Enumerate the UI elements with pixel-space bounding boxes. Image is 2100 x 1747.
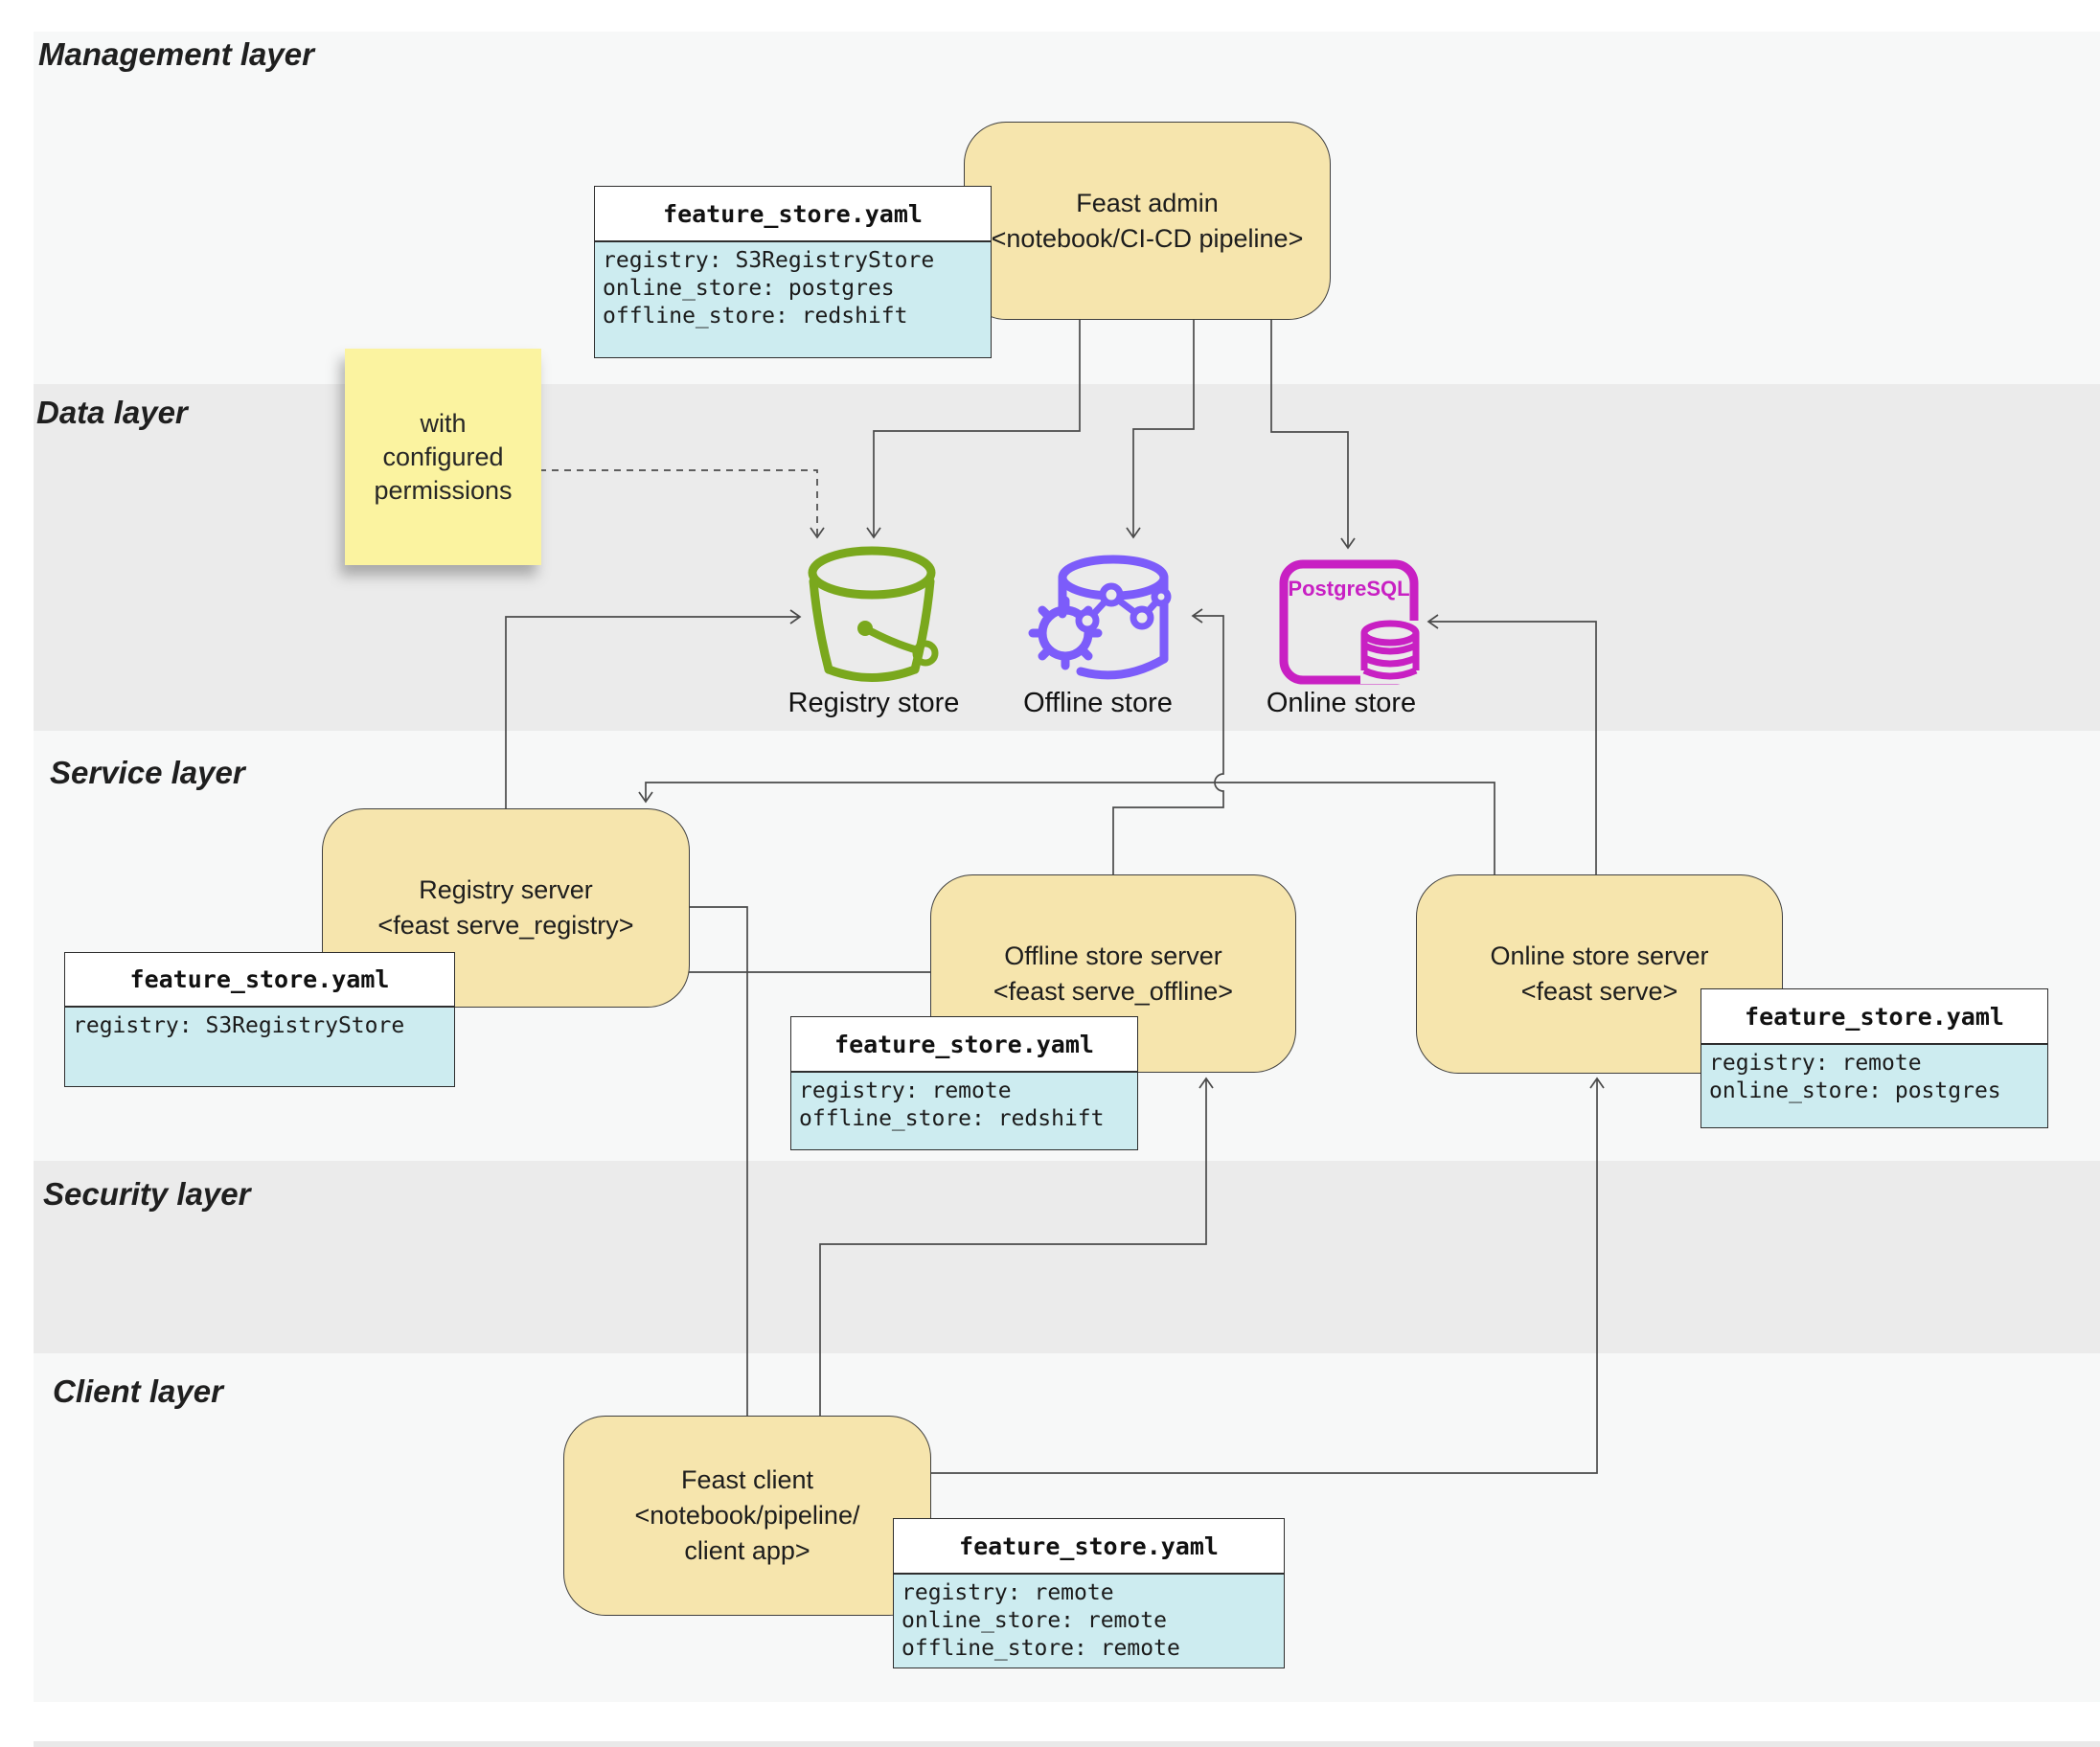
node-feast-client: Feast client <notebook/pipeline/ client … [563, 1416, 931, 1616]
yaml-offline-server: feature_store.yaml registry: remote offli… [790, 1016, 1138, 1150]
postgresql-icon: PostgreSQL [1279, 559, 1420, 685]
yaml-body: registry: remote offline_store: redshift [791, 1071, 1137, 1149]
yaml-body: registry: remote online_store: remote offl… [894, 1573, 1284, 1668]
edge-feast-client-to-offline-server [819, 1077, 1214, 1416]
permissions-sticky-note: with configured permissions [345, 349, 541, 565]
s3-bucket-icon [808, 546, 939, 682]
node-subtitle: <feast serve_offline> [993, 976, 1234, 1006]
yaml-line: registry: remote [799, 1078, 1012, 1103]
yaml-line: offline_store: remote [902, 1636, 1180, 1661]
yaml-title: feature_store.yaml [791, 1017, 1137, 1071]
sticky-line: with [420, 408, 467, 438]
node-title: Registry server [419, 875, 593, 904]
node-subtitle: <notebook/pipeline/ [634, 1501, 860, 1530]
layer-label-management: Management layer [38, 36, 314, 72]
edge-feast-admin-to-offline-store [1126, 318, 1195, 539]
yaml-body: registry: S3RegistryStore online_store: p… [595, 240, 991, 357]
yaml-line: online_store: postgres [1709, 1078, 2001, 1103]
node-title: Feast client [680, 1465, 814, 1494]
yaml-line: online_store: remote [902, 1608, 1167, 1633]
node-subtitle: <feast serve> [1520, 977, 1678, 1006]
node-subtitle: <notebook/CI-CD pipeline> [991, 223, 1304, 253]
yaml-line: online_store: postgres [603, 276, 895, 301]
yaml-client: feature_store.yaml registry: remote onlin… [893, 1518, 1285, 1668]
node-feast-admin: Feast admin <notebook/CI-CD pipeline> [964, 122, 1331, 320]
edge-online-server-to-online-store [1427, 614, 1597, 874]
layer-label-security: Security layer [43, 1176, 251, 1212]
edge-feast-client-to-registry-server [677, 899, 748, 1416]
yaml-line: registry: remote [1709, 1051, 1922, 1076]
layer-label-service: Service layer [50, 755, 245, 790]
yaml-title: feature_store.yaml [595, 187, 991, 240]
node-subtitle: client app> [684, 1536, 810, 1565]
offline-store-label: Offline store [1023, 688, 1173, 718]
yaml-title: feature_store.yaml [894, 1519, 1284, 1573]
bottom-strip [34, 1741, 2100, 1747]
yaml-line: registry: remote [902, 1580, 1114, 1605]
edge-online-server-to-registry-server [638, 782, 1495, 874]
registry-store-label: Registry store [788, 688, 960, 718]
sticky-line: permissions [374, 475, 513, 505]
online-store-label: Online store [1266, 688, 1417, 718]
node-title: Online store server [1490, 942, 1709, 970]
layer-label-data: Data layer [36, 395, 188, 430]
yaml-title: feature_store.yaml [1701, 989, 2047, 1043]
edge-feast-client-to-online-server [929, 1077, 1605, 1474]
band-security [34, 1161, 2100, 1353]
yaml-management: feature_store.yaml registry: S3RegistryS… [594, 186, 992, 358]
yaml-line: registry: S3RegistryStore [603, 248, 935, 273]
edge-registry-server-to-registry-store [505, 609, 802, 808]
edge-offline-server-to-offline-store [1112, 608, 1224, 874]
edge-feast-admin-to-registry-store [866, 318, 1081, 539]
layer-label-client: Client layer [53, 1373, 223, 1409]
edge-feast-admin-to-online-store [1270, 318, 1356, 550]
yaml-body: registry: S3RegistryStore [65, 1006, 454, 1086]
sticky-line: configured [382, 442, 504, 471]
yaml-registry-server: feature_store.yaml registry: S3RegistryS… [64, 952, 455, 1087]
yaml-line: registry: S3RegistryStore [73, 1013, 405, 1038]
node-title: Feast admin [1076, 188, 1219, 217]
yaml-title: feature_store.yaml [65, 953, 454, 1006]
postgresql-badge: PostgreSQL [1288, 577, 1409, 601]
yaml-line: offline_store: redshift [799, 1106, 1105, 1131]
yaml-line: offline_store: redshift [603, 304, 908, 329]
node-subtitle: <feast serve_registry> [377, 911, 634, 940]
edge-permissions-note-to-registry-store [539, 469, 825, 539]
node-title: Offline store server [1004, 941, 1222, 970]
database-gear-icon [1028, 555, 1172, 680]
